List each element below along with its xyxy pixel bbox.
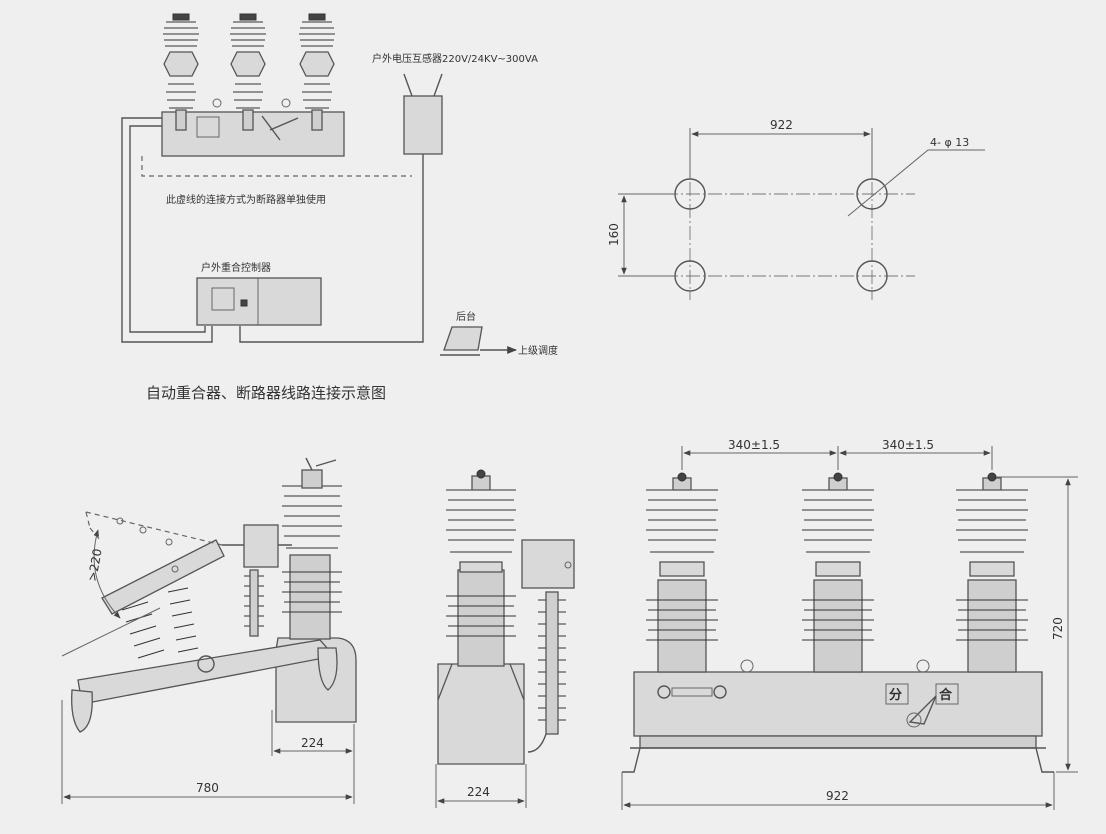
lifting-eye-left [212,98,222,108]
dashed-connection [141,156,412,177]
front-eye-left [740,659,754,673]
close-label: 合 [939,687,953,703]
controller-label: 户外重合控制器 [201,261,271,274]
plan-center-lines [620,160,915,300]
front-view: 分 合 [621,438,1078,810]
hole-label: 4- φ 13 [930,136,969,149]
side-total-dim: 780 [196,781,219,795]
controller-display [211,287,235,311]
close-label-box [935,683,959,705]
front-pole-1 [646,472,718,673]
breaker-window [196,116,220,138]
side-ct-box [243,524,279,568]
lifting-eye-right [281,98,291,108]
front-width-dim: 922 [826,789,849,803]
wire-pt-controller [239,154,424,343]
end-depth-dim: 224 [467,785,490,799]
wire-tank-controller-2 [129,125,206,333]
pt-label: 户外电压互感器220V/24KV~300VA [372,52,538,65]
pitch-left-dim: 340±1.5 [728,438,780,452]
end-tank [437,663,525,765]
backend-laptop [443,326,483,351]
side-depth-dim: 224 [301,736,324,750]
mount-hole-br [856,260,888,292]
mounting-plan: 922 160 4- φ 13 [607,118,985,300]
end-ct-box [521,539,575,589]
side-column [289,554,331,640]
side-arm-open [101,539,225,615]
front-pole-3 [956,472,1028,673]
hole-leader [847,149,985,217]
front-height-dim: 720 [1051,617,1065,640]
operating-pointer [908,695,937,725]
open-label-box [885,683,909,705]
front-tank [633,671,1043,737]
pt-bushings [403,73,443,97]
side-view: >220 224 780 [61,457,357,804]
mount-hole-tr [856,178,888,210]
side-insulator-stack [282,457,342,613]
operating-handle [261,115,299,141]
front-eye-right [916,659,930,673]
wiring-caption: 自动重合器、断路器线路连接示意图 [146,384,386,402]
backend-label: 后台 [456,310,476,323]
front-pole-2 [802,472,874,673]
operation-counter [657,685,727,699]
end-bushing-body [457,569,505,667]
breaker-poles [163,13,335,131]
pole-3 [299,13,335,131]
pole-1 [163,13,199,131]
wiring-diagram: 户外电压互感器220V/24KV~300VA 此虚线的连接方式为断路器单独使用 … [121,13,558,402]
wire-tank-controller [121,117,213,343]
upper-label: 上级调度 [518,344,558,357]
open-label: 分 [889,687,902,703]
pole-2 [230,13,266,131]
plan-width-dim: 922 [770,118,793,132]
voltage-transformer [403,95,443,155]
end-view: 224 [435,469,575,808]
side-angle-dim: >220 [85,548,105,583]
pitch-right-dim: 340±1.5 [882,438,934,452]
dashed-note: 此虚线的连接方式为断路器单独使用 [166,193,326,206]
end-insulator-stack [446,469,516,637]
plan-height-dim: 160 [607,223,621,246]
recloser-controller [196,277,322,326]
